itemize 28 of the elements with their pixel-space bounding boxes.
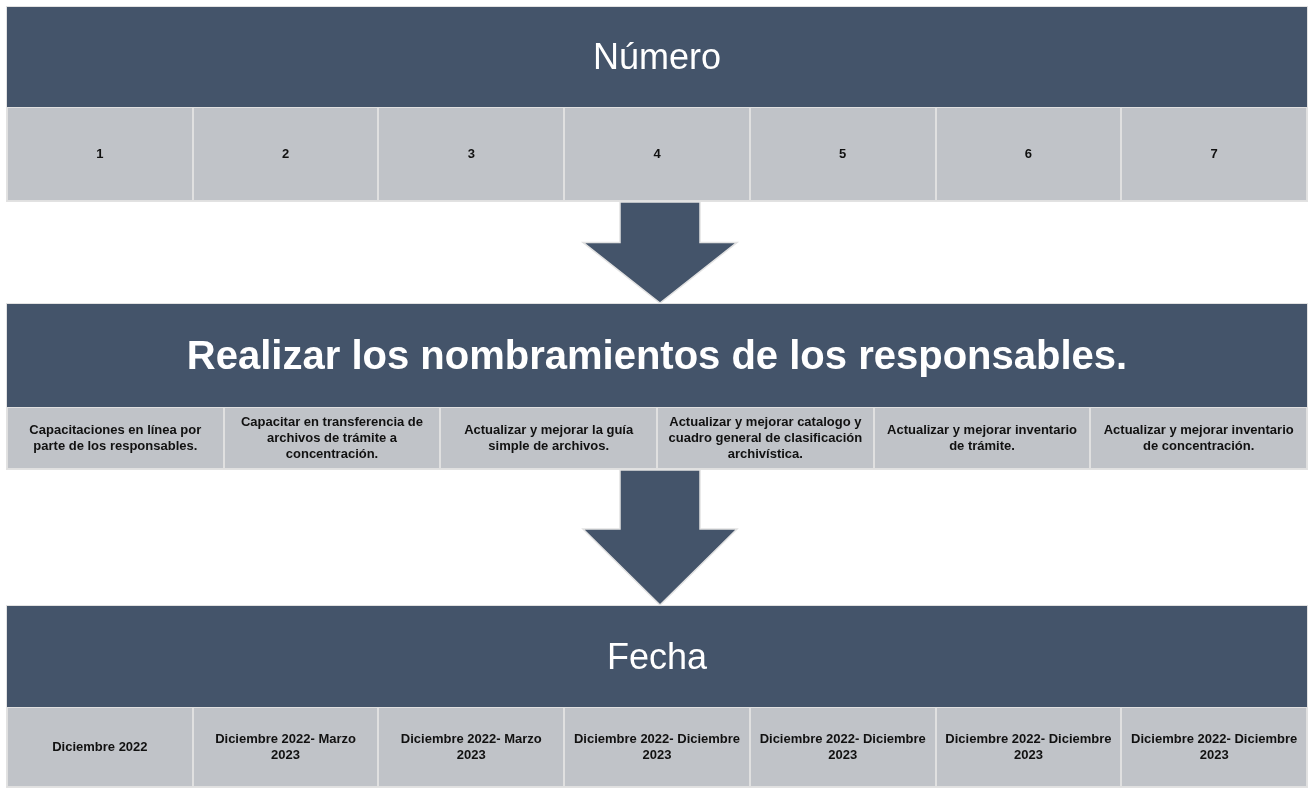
table-cell: Capacitar en transferencia de archivos de trámite a concentración. <box>223 407 441 469</box>
table-cell: 3 <box>378 107 565 201</box>
table-cell: 7 <box>1121 107 1308 201</box>
table-cell: 4 <box>564 107 750 201</box>
section-band <box>6 605 1308 788</box>
table-cell: Diciembre 2022- Marzo 2023 <box>192 707 379 787</box>
table-cell: Actualizar y mejorar la guía simple de archivos. <box>440 407 657 469</box>
table-cell: 5 <box>749 107 936 201</box>
section-band <box>6 6 1308 202</box>
table-cell: Actualizar y mejorar inventario de trámite. <box>873 407 1091 469</box>
table-cell: 2 <box>192 107 379 201</box>
band-heading: Número <box>592 36 721 78</box>
table-cell: Diciembre 2022- Marzo 2023 <box>378 707 565 787</box>
table-cell: 1 <box>7 107 193 201</box>
table-cell: Capacitaciones en línea por parte de los responsables. <box>7 407 224 469</box>
band-heading: Fecha <box>606 635 708 678</box>
table-cell: Diciembre 2022 <box>7 707 193 787</box>
section-band <box>6 303 1308 470</box>
table-cell: Diciembre 2022- Diciembre 2023 <box>935 707 1122 787</box>
block-arrow <box>580 201 740 304</box>
block-arrow <box>581 469 739 607</box>
table-cell: 6 <box>935 107 1122 201</box>
band-heading: Realizar los nombramientos de los responsables. <box>186 333 1128 378</box>
table-cell: Diciembre 2022- Diciembre 2023 <box>1121 707 1308 787</box>
table-cell: Actualizar y mejorar catalogo y cuadro general de clasificación archivística. <box>657 407 874 469</box>
table-cell: Diciembre 2022- Diciembre 2023 <box>749 707 936 787</box>
table-cell: Actualizar y mejorar inventario de concentración. <box>1090 407 1308 469</box>
table-cell: Diciembre 2022- Diciembre 2023 <box>564 707 750 787</box>
